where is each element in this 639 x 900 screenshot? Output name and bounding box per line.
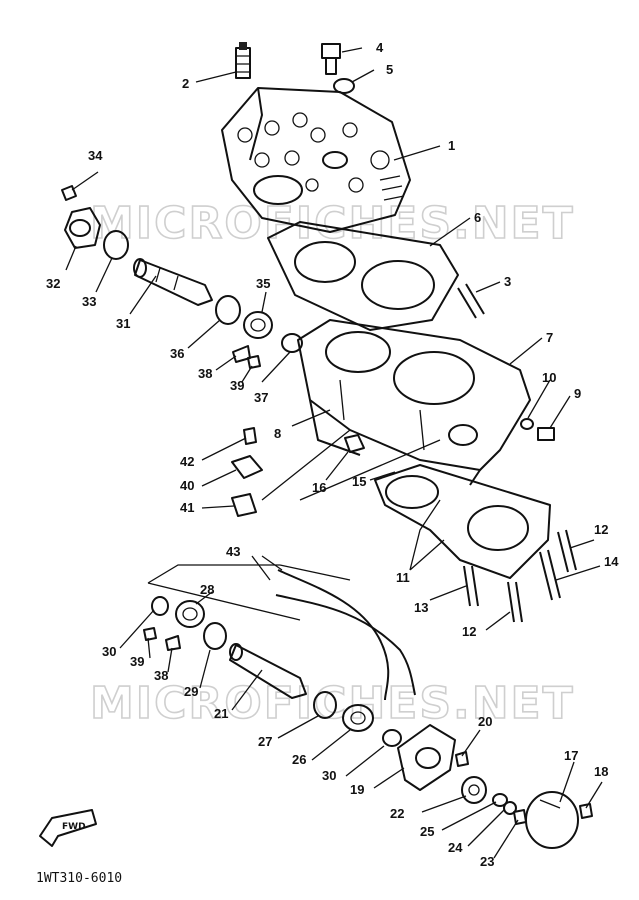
base-gasket bbox=[374, 464, 551, 579]
o-ring-33 bbox=[103, 230, 129, 260]
stud-13 bbox=[463, 565, 479, 607]
callout-34: 34 bbox=[88, 148, 103, 163]
callout-24: 24 bbox=[448, 840, 463, 855]
catalog-code: 1WT310-6010 bbox=[36, 871, 122, 886]
callout-3: 3 bbox=[504, 274, 511, 289]
callout-37: 37 bbox=[254, 390, 268, 405]
callout-21: 21 bbox=[214, 706, 228, 721]
cover-17 bbox=[525, 791, 579, 849]
washer-25 bbox=[492, 793, 508, 807]
callout-36: 36 bbox=[170, 346, 184, 361]
washer-5 bbox=[333, 78, 355, 94]
callout-38-lower: 38 bbox=[154, 668, 168, 683]
o-ring-27 bbox=[313, 691, 337, 719]
callout-2: 2 bbox=[182, 76, 189, 91]
bushing-26 bbox=[342, 704, 374, 732]
oil-seal-37 bbox=[281, 333, 303, 353]
bolt-4 bbox=[321, 43, 341, 75]
cylinder-block bbox=[297, 319, 531, 486]
callout-12-lower: 12 bbox=[462, 624, 476, 639]
o-ring-29 bbox=[203, 622, 227, 650]
watermark-top: MICROFICHES.NET bbox=[90, 198, 575, 249]
callout-23: 23 bbox=[480, 854, 494, 869]
nut-16 bbox=[344, 434, 365, 453]
bolt-9 bbox=[537, 427, 555, 441]
callout-10: 10 bbox=[542, 370, 556, 385]
callout-32: 32 bbox=[46, 276, 60, 291]
callout-29: 29 bbox=[184, 684, 198, 699]
callout-11: 11 bbox=[396, 570, 410, 585]
bolt-34 bbox=[61, 185, 77, 201]
callout-25: 25 bbox=[420, 824, 434, 839]
stud-3 bbox=[457, 283, 485, 319]
callout-20: 20 bbox=[478, 714, 492, 729]
screw-39-lower bbox=[143, 627, 157, 641]
callout-31: 31 bbox=[116, 316, 130, 331]
pulley-22 bbox=[461, 776, 487, 804]
callout-1: 1 bbox=[448, 138, 455, 153]
callout-15: 15 bbox=[352, 474, 366, 489]
oil-seal-30-lower-left bbox=[151, 596, 169, 616]
callout-39-upper: 39 bbox=[230, 378, 244, 393]
key-38-lower bbox=[165, 635, 181, 651]
callout-43: 43 bbox=[226, 544, 240, 559]
valve-shaft-31 bbox=[133, 258, 213, 306]
screw-42 bbox=[243, 427, 257, 445]
callout-38-upper: 38 bbox=[198, 366, 212, 381]
callout-35: 35 bbox=[256, 276, 270, 291]
o-ring-36 bbox=[215, 295, 241, 325]
callout-39-lower: 39 bbox=[130, 654, 144, 669]
bushing-28 bbox=[175, 600, 205, 628]
cylinder-head bbox=[221, 87, 411, 233]
washer-10 bbox=[520, 418, 534, 430]
callout-9: 9 bbox=[574, 386, 581, 401]
fwd-label: FWD bbox=[62, 822, 86, 832]
screw-39-upper bbox=[247, 355, 261, 369]
callout-40: 40 bbox=[180, 478, 194, 493]
stud-12-lower bbox=[507, 581, 523, 623]
valve-shaft-21 bbox=[229, 643, 307, 699]
callout-17: 17 bbox=[564, 748, 578, 763]
callout-6: 6 bbox=[474, 210, 481, 225]
callout-13: 13 bbox=[414, 600, 428, 615]
callout-12-upper: 12 bbox=[594, 522, 608, 537]
screw-18 bbox=[579, 803, 593, 819]
callout-28: 28 bbox=[200, 582, 214, 597]
callout-33: 33 bbox=[82, 294, 96, 309]
callout-41: 41 bbox=[180, 500, 194, 515]
callout-19: 19 bbox=[350, 782, 364, 797]
callout-30-right: 30 bbox=[322, 768, 336, 783]
head-gasket bbox=[267, 221, 459, 331]
callout-27: 27 bbox=[258, 734, 272, 749]
bracket-41 bbox=[231, 493, 257, 517]
watermark-bottom: MICROFICHES.NET bbox=[90, 678, 575, 729]
callout-7: 7 bbox=[546, 330, 553, 345]
callout-22: 22 bbox=[390, 806, 404, 821]
valve-cable-43 bbox=[147, 564, 416, 701]
callout-18: 18 bbox=[594, 764, 608, 779]
bolt-20 bbox=[455, 751, 469, 767]
bushing-35 bbox=[243, 311, 273, 339]
callout-8: 8 bbox=[274, 426, 281, 441]
callout-30-left: 30 bbox=[102, 644, 116, 659]
callout-5: 5 bbox=[386, 62, 393, 77]
stud-12-upper bbox=[557, 529, 577, 573]
callout-4: 4 bbox=[376, 40, 384, 55]
callout-14: 14 bbox=[604, 554, 619, 569]
callout-42: 42 bbox=[180, 454, 194, 469]
washer-24 bbox=[503, 801, 517, 815]
spark-plug bbox=[235, 42, 251, 79]
fwd-arrow: FWD bbox=[39, 809, 97, 847]
bolt-23 bbox=[513, 809, 527, 825]
lever-40 bbox=[231, 455, 263, 479]
callout-26: 26 bbox=[292, 752, 306, 767]
callout-16: 16 bbox=[312, 480, 326, 495]
callout-labels: 1 2 3 4 5 6 7 8 9 10 11 12 12 13 14 15 1… bbox=[46, 40, 619, 869]
oil-seal-30-lower-right bbox=[382, 729, 402, 747]
valve-housing-19 bbox=[397, 724, 456, 791]
stud-14 bbox=[539, 549, 561, 601]
leader-lines bbox=[65, 47, 603, 859]
